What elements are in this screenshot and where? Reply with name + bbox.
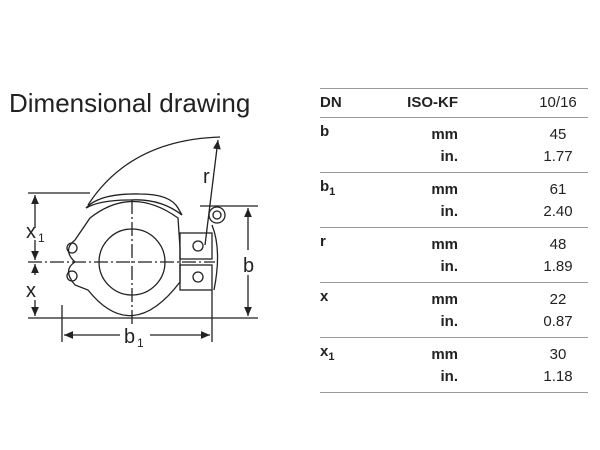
table-row: in. 0.87 [320,312,588,338]
label-b1: b [124,326,135,348]
table-header-row: DN ISO-KF 10/16 [320,88,588,118]
unit-mm: mm [380,282,458,312]
clamp-bore [98,228,166,296]
dimension-name: b [320,117,380,147]
value-in: 1.89 [543,258,573,275]
label-b: b [243,255,254,277]
value-mm: 48 [458,227,588,257]
clamp-drawing: x 1 x b b 1 r [26,136,258,350]
label-x1: x [26,221,36,243]
pin-icon [66,242,78,254]
value-in: 2.40 [543,203,573,220]
table-row: in. 1.18 [320,367,588,393]
unit-in: in. [440,258,459,275]
unit-in: in. [440,203,459,220]
clamp-lever [85,193,183,216]
unit-in: in. [440,313,459,330]
svg-text:1: 1 [137,336,144,350]
table-row: in. 2.40 [320,202,588,228]
pin-icon [66,270,78,282]
svg-text:1: 1 [38,231,45,245]
unit-mm: mm [380,337,458,367]
label-x: x [26,280,36,302]
table-row: in. 1.89 [320,257,588,283]
unit-in: in. [440,368,459,385]
header-size: 10/16 [458,88,588,118]
r-arrow [204,139,221,246]
dimension-name: r [320,227,380,257]
value-in: 1.77 [543,148,573,165]
value-mm: 61 [458,172,588,202]
value-mm: 22 [458,282,588,312]
page-title: Dimensional drawing [9,88,251,118]
value-in: 1.18 [543,368,573,385]
table-row: in. 1.77 [320,147,588,173]
value-mm: 30 [458,337,588,367]
dimension-name: x [320,282,380,312]
header-type: ISO-KF [380,88,458,118]
unit-mm: mm [380,172,458,202]
unit-mm: mm [380,117,458,147]
header-dn: DN [320,88,380,118]
value-mm: 45 [458,117,588,147]
eye-bolt [208,206,226,224]
hinge-block [179,232,213,260]
unit-in: in. [440,148,459,165]
dimension-name: b1 [320,172,380,202]
value-in: 0.87 [543,313,573,330]
unit-mm: mm [380,227,458,257]
label-r: r [203,166,210,188]
hinge-block [179,264,213,291]
pin-icon [192,271,204,283]
swing-arc [87,136,221,206]
dimension-name: x1 [320,337,380,367]
pin-icon [192,240,204,252]
wire [211,224,219,291]
clamp-body [67,200,181,317]
